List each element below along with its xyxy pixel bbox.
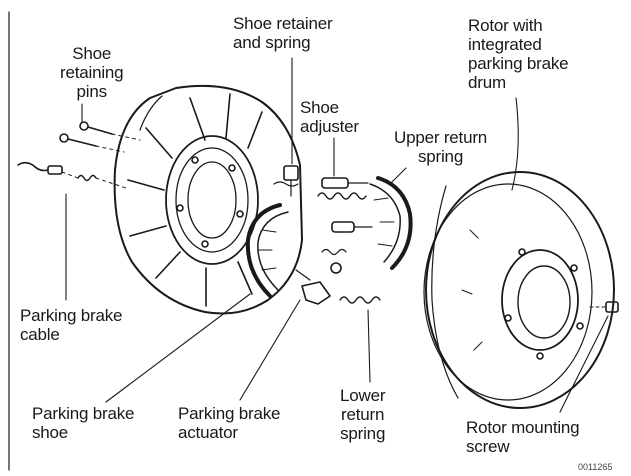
label-parking-brake-actuator: Parking brake actuator bbox=[178, 404, 281, 442]
lower-return-spring bbox=[321, 248, 381, 304]
backing-plate bbox=[113, 84, 303, 315]
parking-brake-actuator bbox=[295, 269, 331, 305]
label-shoe-retainer-spring: Shoe retainer and spring bbox=[233, 14, 333, 52]
shoe-retainer-spring bbox=[273, 165, 299, 197]
right-shoe bbox=[369, 176, 413, 270]
label-rotor-mounting-screw: Rotor mounting screw bbox=[466, 418, 580, 456]
label-shoe-retaining-pins: Shoe retaining pins bbox=[60, 44, 124, 101]
label-shoe-adjuster: Shoe adjuster bbox=[300, 98, 359, 136]
upper-return-spring bbox=[317, 192, 367, 200]
label-lower-return-spring: Lower return spring bbox=[340, 386, 386, 443]
shoe-retaining-pins bbox=[59, 121, 141, 153]
leader-lines bbox=[65, 57, 609, 413]
label-parking-brake-shoe: Parking brake shoe bbox=[32, 404, 135, 442]
label-upper-return-spring: Upper return spring bbox=[394, 128, 488, 166]
parking-brake-cable-end bbox=[17, 161, 127, 189]
rotor-mounting-screw bbox=[589, 301, 619, 313]
figure-code: 0011265 bbox=[578, 462, 613, 472]
left-shoe bbox=[245, 203, 289, 298]
label-rotor-drum: Rotor with integrated parking brake drum bbox=[468, 16, 569, 92]
rotor-drum bbox=[423, 171, 615, 409]
label-parking-brake-cable: Parking brake cable bbox=[20, 306, 123, 344]
shoe-adjuster bbox=[321, 177, 373, 233]
